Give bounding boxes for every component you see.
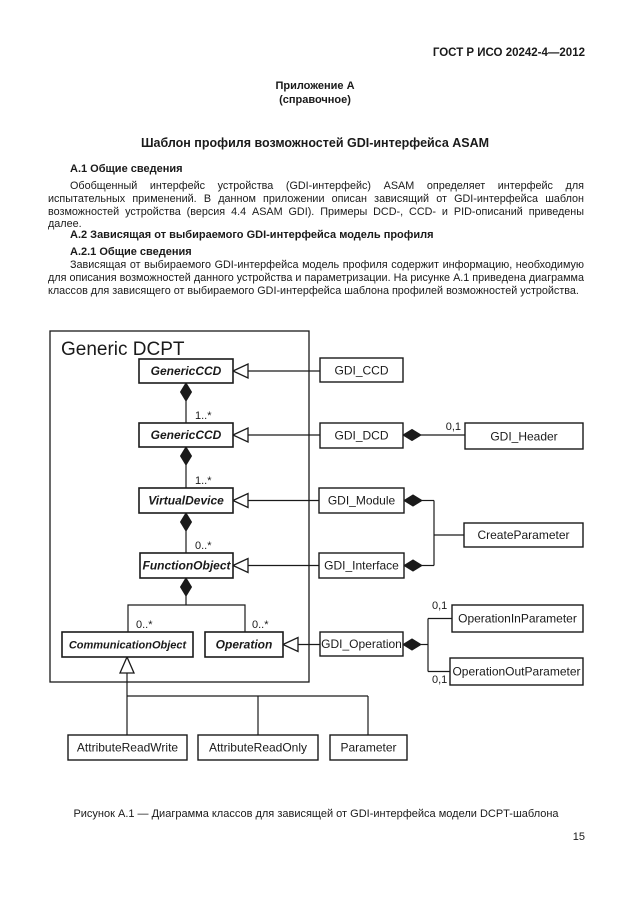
class-label: FunctionObject bbox=[143, 559, 232, 573]
generalization-arrow-icon bbox=[231, 492, 249, 509]
class-box-attribute-read-write bbox=[67, 734, 188, 761]
class-box-gdi-ccd bbox=[319, 357, 404, 383]
class-box-communication-object bbox=[61, 631, 194, 658]
paragraph-a1: Обобщенный интерфейс устройства (GDI-инт… bbox=[48, 180, 584, 231]
generic-dcpt-label: Generic DCPT bbox=[61, 339, 185, 360]
page-number: 15 bbox=[572, 831, 585, 843]
class-label: GDI_Module bbox=[328, 494, 396, 508]
multiplicity-label: 0,1 bbox=[432, 674, 447, 686]
figure-caption: Рисунок А.1 — Диаграмма классов для зави… bbox=[73, 808, 559, 820]
class-box-attribute-read-only bbox=[197, 734, 319, 761]
multiplicity-label: 0..* bbox=[136, 619, 153, 631]
class-box-gdi-module bbox=[318, 487, 405, 514]
class-box-parameter bbox=[329, 734, 408, 761]
generalization-arrow-icon bbox=[231, 557, 249, 574]
composition-diamond bbox=[179, 512, 193, 532]
class-label: GDI_Operation bbox=[321, 637, 402, 651]
multiplicity-label: 0,1 bbox=[432, 600, 447, 612]
composition-diamond bbox=[402, 428, 422, 442]
multiplicity-label: 1..* bbox=[195, 475, 212, 487]
class-label: GDI_Interface bbox=[324, 559, 399, 573]
composition-diamond bbox=[403, 559, 423, 572]
class-box-virtual-device bbox=[138, 487, 234, 514]
class-label: CommunicationObject bbox=[69, 640, 188, 652]
generalization-gdioperation-operation bbox=[281, 636, 320, 653]
class-label: CreateParameter bbox=[477, 528, 569, 542]
class-box-generic-ccd-2 bbox=[138, 422, 234, 448]
heading-a2: А.2 Зависящая от выбираемого GDI-интерфе… bbox=[70, 229, 434, 241]
composition-branch bbox=[127, 604, 246, 632]
class-label: AttributeReadOnly bbox=[209, 741, 307, 755]
composition-diamond bbox=[179, 382, 193, 402]
generalization-gdiccd-genericccd1 bbox=[231, 362, 320, 380]
heading-a21: А.2.1 Общие сведения bbox=[70, 246, 192, 258]
class-label: Parameter bbox=[340, 741, 396, 755]
class-box-operation-in-parameter bbox=[451, 604, 584, 633]
class-box-operation-out-parameter bbox=[449, 657, 584, 686]
class-label: OperationOutParameter bbox=[452, 665, 580, 679]
class-label: GenericCCD bbox=[151, 364, 222, 378]
composition-virtualdevice-functionobject: 0..* bbox=[179, 512, 212, 553]
class-box-gdi-interface bbox=[318, 552, 405, 579]
class-label: AttributeReadWrite bbox=[77, 741, 178, 755]
generalization-gdiinterface-functionobject bbox=[231, 557, 319, 574]
heading-a1: А.1 Общие сведения bbox=[70, 163, 183, 175]
composition-module-interface-createparameter bbox=[403, 494, 464, 572]
generalization-arrow-icon bbox=[119, 655, 135, 674]
class-label: GDI_DCD bbox=[334, 429, 388, 443]
annex-subtitle: (справочное) bbox=[279, 94, 351, 106]
composition-diamond bbox=[179, 446, 193, 466]
annex-title: Приложение А bbox=[275, 80, 355, 92]
class-label: GenericCCD bbox=[151, 428, 222, 442]
doc-number: ГОСТ Р ИСО 20242-4—2012 bbox=[432, 47, 585, 59]
paragraph-a21: Зависящая от выбираемого GDI-интерфейса … bbox=[48, 259, 584, 297]
multiplicity-label: 0..* bbox=[195, 540, 212, 552]
generalization-subclasses-communicationobject bbox=[119, 655, 369, 735]
generic-dcpt-container bbox=[49, 330, 310, 683]
generalization-gdimodule-virtualdevice bbox=[231, 492, 319, 509]
composition-ccd2-virtualdevice: 1..* bbox=[179, 446, 212, 488]
class-box-gdi-dcd bbox=[319, 422, 404, 449]
composition-diamond bbox=[403, 494, 423, 507]
class-box-gdi-header bbox=[464, 422, 584, 450]
composition-functionobject-children: 0..* 0..* bbox=[127, 577, 269, 632]
composition-gdioperation-parameters: 0,1 0,1 bbox=[402, 600, 452, 686]
multiplicity-label: 1..* bbox=[195, 410, 212, 422]
composition-diamond bbox=[179, 577, 193, 597]
page-title: Шаблон профиля возможностей GDI-интерфей… bbox=[140, 136, 490, 150]
generalization-gdidcd-genericccd2 bbox=[231, 426, 320, 444]
class-label: VirtualDevice bbox=[148, 494, 224, 508]
annex-block: Приложение А (справочное) bbox=[0, 79, 630, 107]
composition-gdidcd-gdiheader: 0,1 bbox=[402, 421, 465, 442]
class-label: GDI_Header bbox=[490, 430, 557, 444]
class-box-function-object bbox=[139, 552, 234, 579]
class-box-operation bbox=[204, 631, 284, 658]
class-box-gdi-operation bbox=[319, 631, 404, 657]
multiplicity-label: 0..* bbox=[252, 619, 269, 631]
composition-diamond bbox=[402, 638, 422, 651]
class-label: Operation bbox=[216, 638, 273, 652]
generalization-arrow-icon bbox=[281, 636, 299, 653]
composition-ccd1-ccd2: 1..* bbox=[179, 382, 212, 423]
generalization-arrow-icon bbox=[231, 426, 249, 444]
class-box-generic-ccd-1 bbox=[138, 358, 234, 384]
class-label: OperationInParameter bbox=[458, 612, 577, 626]
generalization-arrow-icon bbox=[231, 362, 249, 380]
class-box-create-parameter bbox=[463, 522, 584, 548]
class-label: GDI_CCD bbox=[334, 364, 388, 378]
multiplicity-label: 0,1 bbox=[446, 421, 461, 433]
